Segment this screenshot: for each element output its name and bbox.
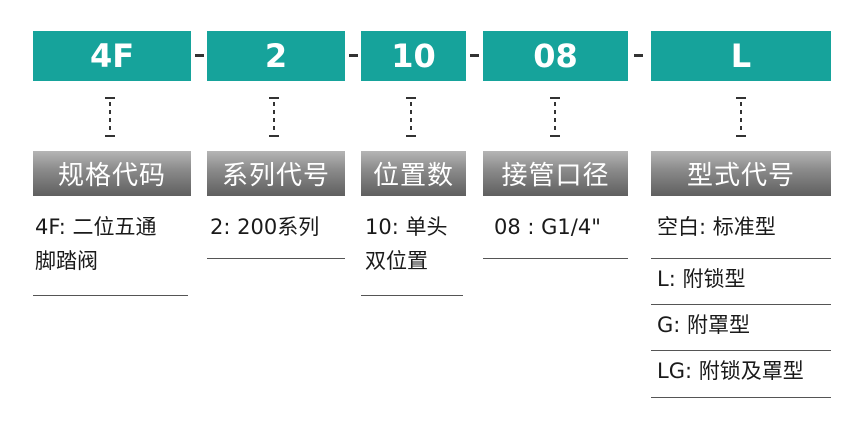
desc-series: 2: 200系列 (210, 210, 350, 244)
code-box-type: L (651, 31, 831, 81)
separator-dash (349, 54, 358, 57)
code-box-positions: 10 (361, 31, 466, 81)
divider (207, 258, 345, 259)
connector-port-size (549, 97, 561, 137)
code-box-series: 2 (207, 31, 345, 81)
connector-positions (405, 97, 417, 137)
divider (651, 350, 831, 351)
desc-line: 10: 单头 (365, 215, 448, 239)
label-box-port-size: 接管口径 (483, 151, 628, 196)
divider (651, 397, 831, 398)
divider (361, 295, 463, 296)
connector-spec (104, 97, 116, 137)
separator-dash (634, 54, 643, 57)
option-cover: G: 附罩型 (657, 313, 751, 337)
code-box-port-size: 08 (483, 31, 628, 81)
desc-line: 4F: 二位五通 (35, 215, 157, 239)
divider (33, 295, 188, 296)
separator-dash (470, 54, 479, 57)
divider (651, 304, 831, 305)
option-lock: L: 附锁型 (657, 267, 746, 291)
divider (651, 258, 831, 259)
connector-type (735, 97, 747, 137)
desc-line: 2: 200系列 (210, 215, 320, 239)
desc-line: 08 : G1/4" (494, 215, 601, 239)
label-box-series: 系列代号 (207, 151, 345, 196)
option-lock-and-cover: LG: 附锁及罩型 (657, 359, 804, 383)
divider (483, 258, 628, 259)
desc-port-size: 08 : G1/4" (494, 210, 634, 244)
label-box-type: 型式代号 (651, 151, 831, 196)
code-box-spec: 4F (33, 31, 191, 81)
desc-positions: 10: 单头 双位置 (365, 210, 470, 278)
label-box-spec: 规格代码 (33, 151, 191, 196)
desc-line: 双位置 (365, 249, 428, 273)
connector-series (268, 97, 280, 137)
separator-dash (195, 54, 204, 57)
desc-spec: 4F: 二位五通 脚踏阀 (35, 210, 195, 278)
desc-line: 脚踏阀 (35, 249, 98, 273)
label-box-positions: 位置数 (361, 151, 466, 196)
option-standard: 空白: 标准型 (657, 215, 776, 239)
